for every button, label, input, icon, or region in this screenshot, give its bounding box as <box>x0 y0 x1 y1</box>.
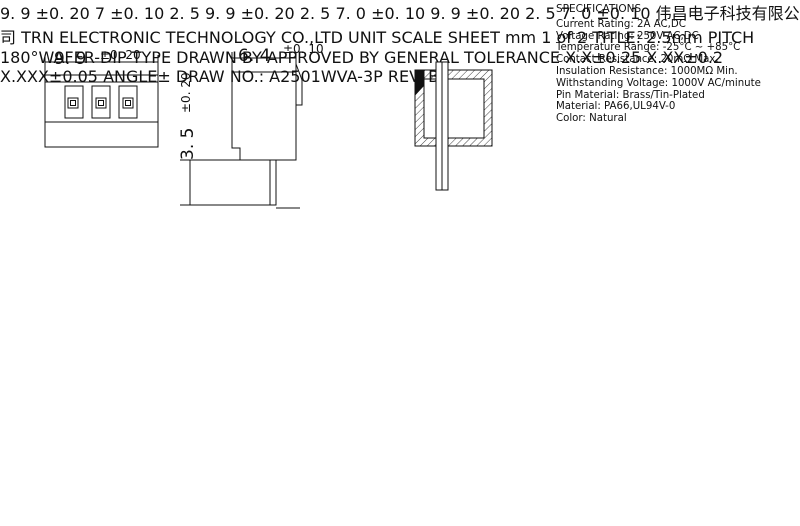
title-label: TITLE: <box>592 28 641 47</box>
right-pitch-dim: 2. 5 <box>525 4 556 23</box>
mid-height-tol: ±0. 10 <box>371 4 426 23</box>
scale-label: SCALE <box>391 28 443 47</box>
spec-line: Insulation Resistance: 1000MΩ Min. <box>556 65 738 77</box>
right-height-tol: ±0. 10 <box>596 4 651 23</box>
spec-line: Voltage Rating: 250V AC,DC <box>556 30 699 42</box>
tolerance-1: X.X±0.25 <box>565 48 642 67</box>
spec-line: Pin Material: Brass/Tin-Plated <box>556 89 705 101</box>
sheet-label: SHEET <box>447 28 500 47</box>
side-view <box>180 52 303 209</box>
rev-label: REV. <box>387 67 424 86</box>
right-width-tol: ±0. 20 <box>465 4 521 23</box>
front-height-dim: 7 <box>94 4 106 23</box>
section-view <box>414 61 493 191</box>
angle-label: ANGLE± <box>103 67 171 86</box>
approved-by-label: BY <box>359 48 379 67</box>
unit-value: mm <box>504 28 537 47</box>
approved-label: APPROVED <box>266 48 354 67</box>
spec-line: Withstanding Voltage: 1000V AC/minute <box>556 77 761 89</box>
side-depth-tol: ±0. 10 <box>283 42 324 56</box>
front-height-tol: ±0. 10 <box>110 4 165 23</box>
top-view <box>44 55 159 148</box>
tolerance-label: TOLERANCE <box>463 48 561 67</box>
top-width-tol: ±0. 20 <box>100 48 141 62</box>
tolerance-2: X.XX±0.2 <box>646 48 724 67</box>
side-height-tol: ±0. 20 <box>179 72 193 113</box>
spec-line: Color: Natural <box>556 113 627 125</box>
tolerance-3: X.XXX±0.05 <box>0 67 98 86</box>
top-width-dim: 9. 9 <box>54 49 86 69</box>
company-name-en: TRN ELECTRONIC TECHNOLOGY CO.,LTD <box>21 28 343 47</box>
specifications: SPECIFICATIONS Current Rating: 2A AC,DC … <box>556 3 761 125</box>
bottom-width-dim: 9. 9 <box>204 4 236 23</box>
front-width-dim: 9. 9 <box>0 4 31 23</box>
front-width-tol: ±0. 20 <box>35 4 90 23</box>
title-line1: 2.5mm PITCH <box>646 28 755 47</box>
right-height-dim: 7. 0 <box>560 4 592 23</box>
spec-line: Contact Resistance: 20mΩ Max. <box>556 54 719 66</box>
drawing-number: A2501WVA-3P <box>269 67 383 86</box>
side-height-dim: 3. 5 <box>178 128 198 160</box>
unit-label: UNIT <box>348 28 387 47</box>
bottom-pitch-dim: 2. 5 <box>299 4 331 23</box>
sheet-value: 1 of 2 <box>541 28 588 47</box>
right-width-dim: 9. 9 <box>430 4 461 23</box>
side-depth-dim: 6. 4 <box>238 46 270 66</box>
spec-line: Temperature Range: -25°C ~ +85°C <box>556 42 741 54</box>
bottom-width-tol: ±0. 20 <box>240 4 295 23</box>
mid-height-dim: 7. 0 <box>335 4 366 23</box>
draw-label: DRAW <box>175 67 225 86</box>
drawn-by-label: DRAWN BY <box>176 48 262 67</box>
company-name-cn: 伟昌电子科技有限公司 <box>0 4 800 47</box>
specifications-heading: SPECIFICATIONS <box>556 3 642 15</box>
spec-line: Current Rating: 2A AC,DC <box>556 18 686 30</box>
front-pitch-dim: 2. 5 <box>169 4 200 23</box>
spec-line: Material: PA66,UL94V-0 <box>556 101 676 113</box>
